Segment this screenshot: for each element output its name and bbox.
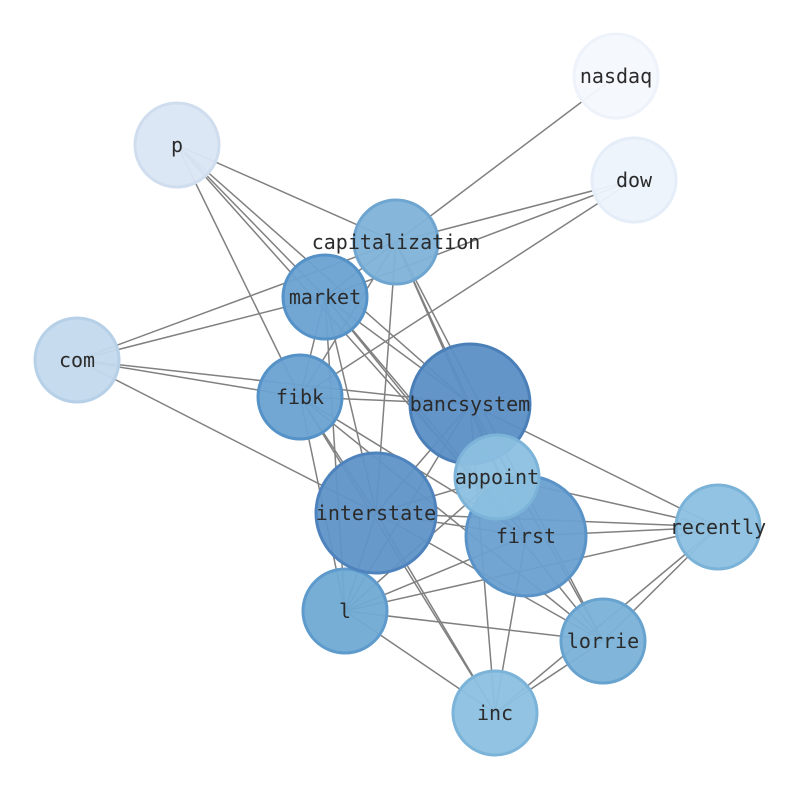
node-label-nasdaq: nasdaq [580, 64, 652, 88]
edge-fibk-lorrie [299, 396, 604, 642]
node-circle-inc [451, 669, 539, 757]
node-circle-p [133, 101, 221, 189]
node-label-com: com [59, 348, 95, 372]
node-circle-l [301, 567, 389, 655]
node-recently: recently [670, 483, 766, 571]
node-label-l: l [339, 599, 351, 623]
node-dow: dow [590, 136, 678, 224]
node-fibk: fibk [256, 353, 344, 441]
node-com: com [33, 316, 121, 404]
node-label-p: p [171, 133, 183, 157]
node-circle-recently [674, 483, 762, 571]
node-label-recently: recently [670, 515, 766, 539]
node-label-fibk: fibk [276, 385, 324, 409]
node-appoint: appoint [453, 433, 541, 521]
node-circle-fibk [256, 353, 344, 441]
node-label-bancsystem: bancsystem [410, 392, 530, 416]
node-circle-interstate [314, 451, 438, 575]
node-circle-nasdaq [572, 32, 660, 120]
node-market: market [281, 253, 369, 341]
nodes-layer: nasdaq p dow com capitalization market fibk rec… [33, 32, 766, 757]
node-p: p [133, 101, 221, 189]
node-l: l [301, 567, 389, 655]
edge-dow-fibk [299, 179, 635, 398]
node-nasdaq: nasdaq [572, 32, 660, 120]
node-label-capitalization: capitalization [312, 230, 481, 254]
node-label-appoint: appoint [455, 465, 539, 489]
node-capitalization: capitalization [312, 198, 481, 286]
node-label-market: market [289, 285, 361, 309]
node-circle-com [33, 316, 121, 404]
node-circle-capitalization [352, 198, 440, 286]
node-label-lorrie: lorrie [567, 629, 639, 653]
edge-nasdaq-capitalization [395, 75, 617, 243]
node-circle-dow [590, 136, 678, 224]
node-label-interstate: interstate [316, 501, 436, 525]
node-circle-lorrie [559, 597, 647, 685]
node-label-inc: inc [477, 701, 513, 725]
node-label-first: first [496, 524, 556, 548]
node-circle-appoint [453, 433, 541, 521]
edge-p-fibk [176, 144, 301, 398]
node-inc: inc [451, 669, 539, 757]
node-circle-market [281, 253, 369, 341]
node-lorrie: lorrie [559, 597, 647, 685]
node-interstate: interstate [314, 451, 438, 575]
node-label-dow: dow [616, 168, 653, 192]
